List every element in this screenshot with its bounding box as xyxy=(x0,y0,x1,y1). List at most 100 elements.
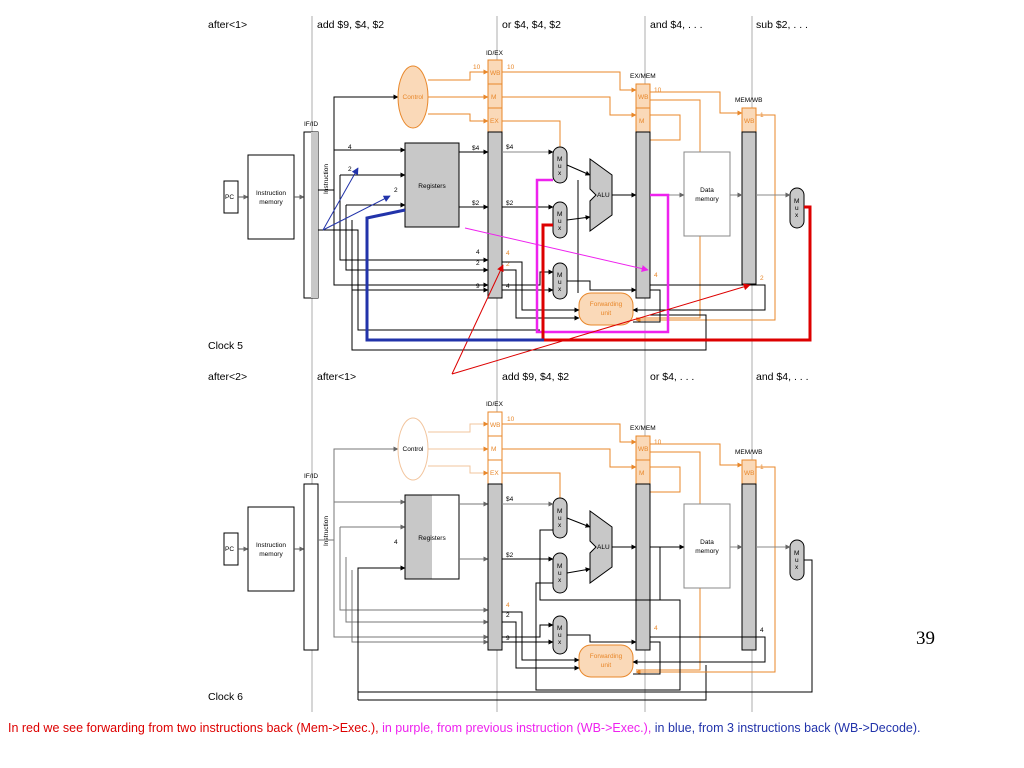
bottom-stage-labels: after<2> after<1> add $9, $4, $2 or $4, … xyxy=(208,371,809,703)
mux-letter: u xyxy=(558,279,562,286)
mux-letter: x xyxy=(795,564,799,571)
ctrl-value: 10 xyxy=(654,87,662,94)
control-label: Control xyxy=(403,94,425,101)
reg-number: 4 xyxy=(760,627,764,634)
forwarding-unit xyxy=(578,644,634,678)
instruction-memory-label: Instruction xyxy=(256,542,286,549)
reg-value: $4 xyxy=(472,145,480,152)
data-memory-label: memory xyxy=(695,196,719,203)
instruction-memory-label: Instruction xyxy=(256,190,286,197)
stage-label: and $4, . . . xyxy=(756,371,809,383)
mux-letter: x xyxy=(558,170,562,177)
mux-letter: M xyxy=(557,625,562,632)
page-number: 39 xyxy=(916,628,935,649)
reg-number: 2 xyxy=(506,612,510,619)
stage-label: and $4, . . . xyxy=(650,19,703,31)
reg-value: $4 xyxy=(506,144,514,151)
mux-letter: M xyxy=(557,508,562,515)
ex-label: EX xyxy=(490,118,499,125)
ex-mem-register xyxy=(635,131,651,299)
mem-wb-register xyxy=(741,131,757,285)
ex-mem-label: EX/MEM xyxy=(630,73,656,80)
top-stage-labels: after<1> add $9, $4, $2 or $4, $4, $2 an… xyxy=(208,19,808,352)
reg-value: $2 xyxy=(472,200,480,207)
reg-number: 2 xyxy=(506,261,510,268)
if-id-register xyxy=(303,483,319,651)
forwarding-unit-label: unit xyxy=(601,310,612,317)
reg-number: 4 xyxy=(506,602,510,609)
bottom-pipeline: PC Instruction memory IF/ID Instruction … xyxy=(223,401,813,701)
id-ex-register xyxy=(487,483,503,651)
stage-label: after<2> xyxy=(208,371,247,383)
caption-red: In red we see forwarding from two instru… xyxy=(8,721,379,735)
reg-number: 9 xyxy=(506,635,510,642)
write-reg-number: 2 xyxy=(394,187,398,194)
control-label: Control xyxy=(403,446,425,453)
ex-label: EX xyxy=(490,470,499,477)
reg-number: 2 xyxy=(476,260,480,267)
rs-number: 4 xyxy=(348,144,352,151)
data-memory xyxy=(683,503,731,589)
top-pipeline: PC Instruction memory IF/ID Instruction … xyxy=(223,50,812,375)
wb-label: WB xyxy=(744,470,754,477)
reg-number: 4 xyxy=(476,249,480,256)
id-ex-label: ID/EX xyxy=(486,50,504,57)
registers-label: Registers xyxy=(418,183,446,190)
reg-number: 2 xyxy=(760,275,764,282)
reg-number: 4 xyxy=(506,250,510,257)
stage-label: after<1> xyxy=(208,19,247,31)
forwarding-unit-label: Forwarding xyxy=(590,301,623,308)
mem-wb-register xyxy=(741,483,757,651)
mux-letter: u xyxy=(558,163,562,170)
reg-value: $4 xyxy=(506,496,514,503)
red-arrow xyxy=(451,283,751,375)
mux-letter: x xyxy=(558,286,562,293)
mux-letter: u xyxy=(558,515,562,522)
reg-number: 4 xyxy=(654,625,658,632)
reg-value: $2 xyxy=(506,200,514,207)
clock-label: Clock 5 xyxy=(208,340,243,352)
red-forward-path xyxy=(541,205,812,342)
forwarding-unit-label: unit xyxy=(601,662,612,669)
ctrl-value: 10 xyxy=(507,416,515,423)
m-label: M xyxy=(491,94,496,101)
mem-wb-label: MEM/WB xyxy=(735,449,762,456)
id-ex-register xyxy=(487,131,503,299)
blue-arrow xyxy=(322,167,359,231)
mux-letter: u xyxy=(795,557,799,564)
mux-letter: u xyxy=(795,205,799,212)
stage-dividers xyxy=(311,16,753,712)
pc-label: PC xyxy=(225,546,234,553)
m-label: M xyxy=(639,470,644,477)
ex-mem-register xyxy=(635,483,651,651)
alu-label: ALU xyxy=(597,544,610,551)
data-memory xyxy=(683,151,731,237)
ctrl-value: 10 xyxy=(507,64,515,71)
instruction-memory-label: memory xyxy=(259,551,283,558)
if-id-label: IF/ID xyxy=(304,121,318,128)
reg-number: 4 xyxy=(654,272,658,279)
registers-label: Registers xyxy=(418,535,446,542)
purple-arrow xyxy=(464,227,649,273)
ex-mem-label: EX/MEM xyxy=(630,425,656,432)
blue-forward-path xyxy=(365,208,544,342)
mux-letter: M xyxy=(794,550,799,557)
if-id-label: IF/ID xyxy=(304,473,318,480)
ctrl-value: 1 xyxy=(760,464,764,471)
data-memory-label: memory xyxy=(695,548,719,555)
reg-number: 4 xyxy=(506,283,510,290)
mux-letter: x xyxy=(558,522,562,529)
stage-label: or $4, . . . xyxy=(650,371,694,383)
m-label: M xyxy=(491,446,496,453)
id-ex-label: ID/EX xyxy=(486,401,504,408)
mux-letter: M xyxy=(557,156,562,163)
wb-label: WB xyxy=(490,70,500,77)
alu-label: ALU xyxy=(597,192,610,199)
mux-letter: M xyxy=(557,211,562,218)
wb-label: WB xyxy=(490,422,500,429)
mux-letter: M xyxy=(557,272,562,279)
data-memory-label: Data xyxy=(700,187,714,194)
reg-number: 9 xyxy=(476,283,480,290)
forwarding-unit-label: Forwarding xyxy=(590,653,623,660)
wb-label: WB xyxy=(638,446,648,453)
